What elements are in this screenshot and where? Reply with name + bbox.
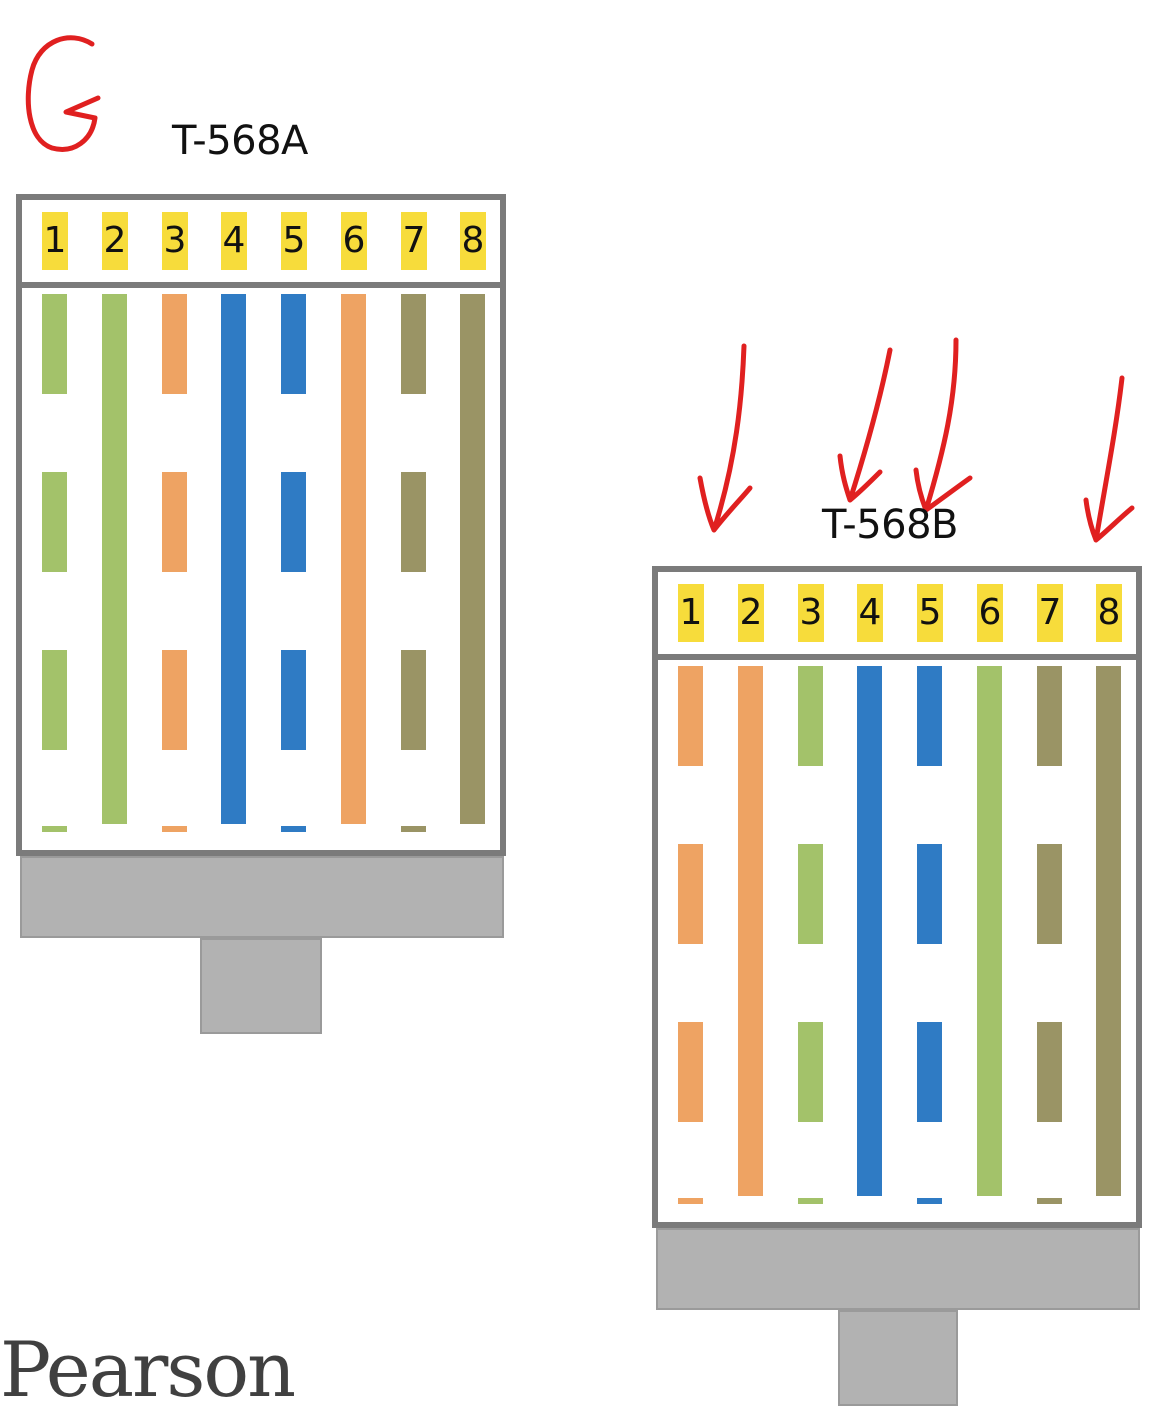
t568a-pin-4: 4 — [221, 212, 247, 270]
t568a-wire-1-stripe — [42, 472, 67, 572]
t568a-wire-1-stripe — [42, 294, 67, 394]
red-arrow-pin-1-icon — [697, 343, 753, 533]
t568a-wire-5-stripe — [281, 826, 306, 832]
t568b-wire-7-stripe — [1037, 1022, 1062, 1122]
t568b-pin-1: 1 — [678, 584, 704, 642]
t568b-pin-2: 2 — [738, 584, 764, 642]
t568b-wire-7-stripe — [1037, 666, 1062, 766]
t568b-wire-1-stripe — [678, 1022, 703, 1122]
t568a-pin-5: 5 — [281, 212, 307, 270]
t568a-wire-7-stripe — [401, 826, 426, 832]
t568b-pin-5: 5 — [917, 584, 943, 642]
t568b-pin-6: 6 — [977, 584, 1003, 642]
t568b-wire-5-stripe — [917, 1022, 942, 1122]
t568b-wire-1-stripe — [678, 844, 703, 944]
t568a-wire-5-stripe — [281, 294, 306, 394]
pearson-logo: Pearson — [0, 1325, 296, 1414]
t568b-title: T-568B — [822, 502, 958, 548]
t568a-wire-1-stripe — [42, 826, 67, 832]
t568a-pin-1: 1 — [42, 212, 68, 270]
red-arrow-pin-8-icon — [1083, 375, 1135, 543]
t568a-pin-8: 8 — [460, 212, 486, 270]
t568b-wire-7-stripe — [1037, 844, 1062, 944]
handwritten-g-annotation — [25, 35, 101, 152]
t568a-pin-3: 3 — [162, 212, 188, 270]
t568b-wire-4 — [857, 666, 882, 1196]
t568b-wire-5-stripe — [917, 844, 942, 944]
t568a-wire-1-stripe — [42, 650, 67, 750]
t568a-wire-7-stripe — [401, 472, 426, 572]
t568a-pin-6: 6 — [341, 212, 367, 270]
t568b-wire-1-stripe — [678, 666, 703, 766]
t568a-wire-3-stripe — [162, 472, 187, 572]
t568a-wire-3-stripe — [162, 650, 187, 750]
t568a-wire-4 — [221, 294, 246, 824]
t568a-wire-7-stripe — [401, 650, 426, 750]
t568b-wire-5-stripe — [917, 1198, 942, 1204]
t568b-wire-1-stripe — [678, 1198, 703, 1204]
t568b-pin-3: 3 — [798, 584, 824, 642]
t568a-wire-3-stripe — [162, 294, 187, 394]
t568b-wire-3-stripe — [798, 666, 823, 766]
t568b-wire-8 — [1096, 666, 1121, 1196]
t568b-pin-7: 7 — [1037, 584, 1063, 642]
t568a-wire-2 — [102, 294, 127, 824]
t568b-wire-2 — [738, 666, 763, 1196]
t568b-wire-3-stripe — [798, 1198, 823, 1204]
t568b-wire-6 — [977, 666, 1002, 1196]
t568a-wire-5-stripe — [281, 472, 306, 572]
t568b-wires — [658, 660, 1136, 1222]
t568b-wire-5-stripe — [917, 666, 942, 766]
t568a-pin-7: 7 — [401, 212, 427, 270]
t568a-wire-7-stripe — [401, 294, 426, 394]
t568a-plug-base — [20, 856, 504, 938]
t568a-wire-8 — [460, 294, 485, 824]
t568a-wire-6 — [341, 294, 366, 824]
t568b-pin-8: 8 — [1096, 584, 1122, 642]
red-arrow-pin-4-icon — [837, 347, 893, 503]
t568a-pin-2: 2 — [102, 212, 128, 270]
t568b-wire-3-stripe — [798, 1022, 823, 1122]
t568b-plug-base — [656, 1228, 1140, 1310]
t568b-pin-4: 4 — [857, 584, 883, 642]
t568a-wire-5-stripe — [281, 650, 306, 750]
t568b-latch-tab — [838, 1310, 958, 1406]
t568b-wire-3-stripe — [798, 844, 823, 944]
t568a-wire-3-stripe — [162, 826, 187, 832]
t568a-wires — [22, 288, 500, 850]
t568a-title: T-568A — [172, 118, 308, 164]
red-arrow-pin-5-icon — [913, 337, 973, 513]
t568b-wire-7-stripe — [1037, 1198, 1062, 1204]
t568a-latch-tab — [200, 938, 322, 1034]
